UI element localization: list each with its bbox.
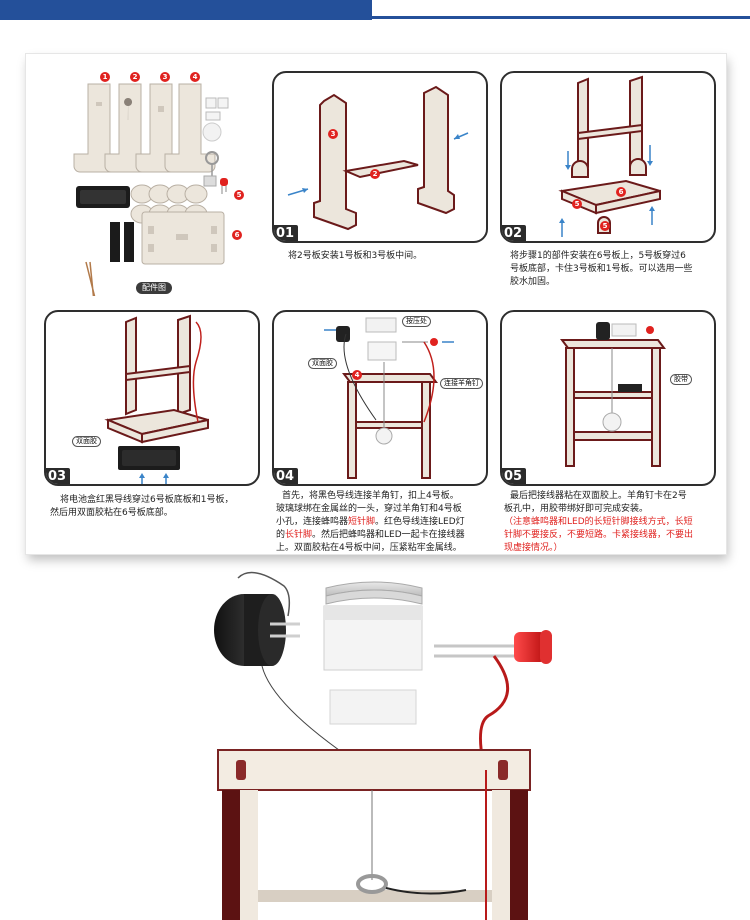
step-05-note-line-3: 现虚接情况。）: [504, 543, 563, 553]
step-05-number: 05: [502, 468, 527, 484]
step-02-label-5a: 5: [572, 199, 582, 209]
step-04-caption-line: 小孔，连接蜂鸣器短针脚。红色导线连接LED灯: [276, 516, 488, 529]
step-04-highlight: 短针脚: [348, 517, 376, 527]
step-03-illustration: [104, 314, 209, 484]
step-01-illustration: [287, 85, 469, 231]
step-04-caption-line: 玻璃球绑在金属丝的一头，穿过羊角钉和4号板: [276, 503, 488, 516]
banner-blue-line: [372, 16, 750, 19]
step-04-caption-line: 首先，将黑色导线连接羊角钉，扣上4号板。: [276, 490, 488, 503]
step-04-tag-tape: 双面胶: [308, 358, 337, 369]
step-04-text: 玻璃球绑在金属丝的一头，穿过羊角钉和4号板: [276, 504, 462, 514]
step-03-number: 03: [46, 468, 71, 484]
step-02-caption-line-3: 胶水加固。: [510, 277, 556, 287]
step-01-caption: 将2号板安装1号板和3号板中间。: [288, 250, 422, 263]
step-05-note-line-2: 针脚不要接反，不要短路。卡紧接线器，不要出: [504, 530, 694, 540]
step-04-caption-line: 上。双面胶粘在4号板中间，压紧粘牢金属线。: [276, 542, 488, 555]
step-02-caption-line-1: 将步骤1的部件安装在6号板上，5号板穿过6: [510, 251, 686, 261]
top-banner: [0, 0, 750, 22]
banner-blue-block: [0, 0, 372, 20]
step-04-tag-peg: 连接羊角钉: [440, 378, 483, 389]
step-05-caption: 最后把接线器粘在双面胶上。羊角钉卡在2号 板孔中，用胶带绑好即可完成安装。 （注…: [504, 490, 720, 555]
step-02-label-6: 6: [616, 187, 626, 197]
part-badge-5: 5: [234, 190, 244, 200]
step-02-caption: 将步骤1的部件安装在6号板上，5号板穿过6 号板底部，卡住3号板和1号板。可以选…: [510, 250, 692, 289]
step-05-caption-line-1: 最后把接线器粘在双面胶上。羊角钉卡在2号: [510, 491, 687, 501]
step-03-caption-line-1: 将电池盒红黑导线穿过6号板底板和1号板，: [60, 495, 234, 505]
step-05-caption-line-2: 板孔中，用胶带绑好即可完成安装。: [504, 504, 649, 514]
step-05-tag-tape: 胶带: [670, 374, 692, 385]
part-badge-4: 4: [190, 72, 200, 82]
parts-illustration: [73, 83, 229, 296]
step-03-caption: 将电池盒红黑导线穿过6号板底板和1号板， 然后用双面胶粘在6号板底部。: [50, 494, 233, 520]
step-04-text: 。红色导线连接LED灯: [375, 517, 465, 527]
part-badge-1: 1: [100, 72, 110, 82]
step-04-text: 首先，将黑色导线连接羊角钉，扣上4号板。: [282, 491, 459, 501]
step-02-caption-line-2: 号板底部，卡住3号板和1号板。可以选用一些: [510, 264, 693, 274]
step-03-panel: 双面胶 03: [44, 310, 260, 486]
step-04-label-4: 4: [352, 370, 362, 380]
step-01-caption-line: 将2号板安装1号板和3号板中间。: [288, 251, 423, 261]
step-03-caption-line-2: 然后用双面胶粘在6号板底部。: [50, 508, 173, 518]
step-04-caption-line: 的长针脚。然后把蜂鸣器和LED一起卡在接线器: [276, 529, 488, 542]
step-04-text: 的: [276, 530, 286, 540]
part-badge-3: 3: [160, 72, 170, 82]
part-badge-2: 2: [130, 72, 140, 82]
step-02-panel: 6 5 5 02: [500, 71, 716, 243]
step-04-text: 小孔，连接蜂鸣器: [276, 517, 349, 527]
step-04-text: 。然后把蜂鸣器和LED一起卡在接线器: [312, 530, 465, 540]
step-02-number: 02: [502, 225, 527, 241]
step-05-illustration: [560, 322, 666, 467]
instruction-sheet: 1 2 3 4 5 6 配件图 3 2 01 将2号板安装1号板和3号板中间。: [26, 54, 726, 554]
step-04-caption: 首先，将黑色导线连接羊角钉，扣上4号板。玻璃球绑在金属丝的一头，穿过羊角钉和4号…: [276, 490, 488, 555]
parts-area: 1 2 3 4 5 6: [66, 66, 266, 296]
step-01-panel: 3 2 01: [272, 71, 488, 243]
step-04-tag-press: 按压处: [402, 316, 431, 327]
step-04-number: 04: [274, 468, 299, 484]
step-01-number: 01: [274, 225, 299, 241]
step-02-illustration: [558, 75, 661, 237]
step-01-label-3: 3: [328, 129, 338, 139]
step-05-panel: 胶带 05: [500, 310, 716, 486]
step-03-tag-tape: 双面胶: [72, 436, 101, 447]
step-01-label-2: 2: [370, 169, 380, 179]
step-05-note-line-1: （注意蜂鸣器和LED的长短针脚接线方式，长短: [504, 517, 693, 527]
step-04-illustration: [324, 317, 454, 479]
step-04-panel: 按压处 双面胶 4 连接羊角钉 04: [272, 310, 488, 486]
step-04-highlight: 长针脚: [285, 530, 313, 540]
step-02-label-5b: 5: [600, 221, 610, 231]
parts-diagram-label: 配件图: [136, 282, 172, 294]
part-badge-6: 6: [232, 230, 242, 240]
step-04-text: 上。双面胶粘在4号板中间，压紧粘牢金属线。: [276, 543, 462, 553]
